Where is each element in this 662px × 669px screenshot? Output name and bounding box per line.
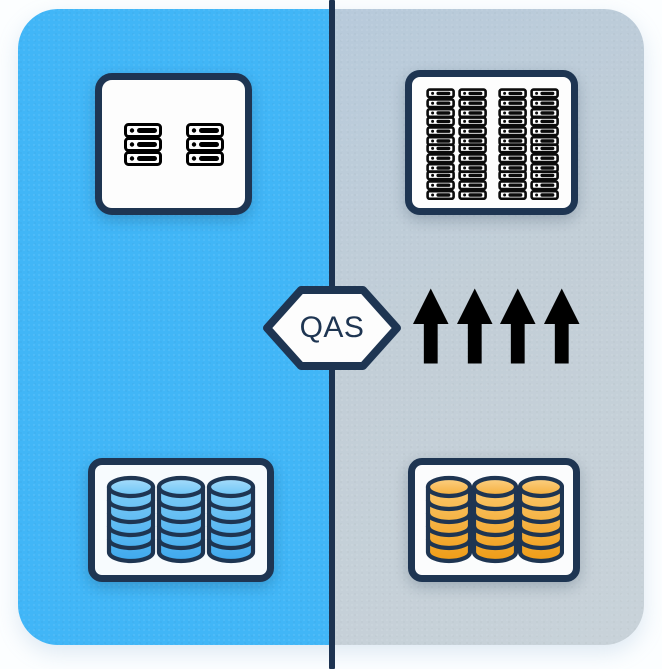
up-arrow-icon xyxy=(543,288,580,364)
migration-arrows xyxy=(412,283,580,366)
database-stack-group-orange xyxy=(424,474,564,566)
server-rack-icon xyxy=(123,122,162,166)
source-servers-card xyxy=(95,73,252,215)
server-rack-grid-icon xyxy=(425,87,559,200)
qas-label: QAS xyxy=(299,310,365,344)
source-databases-card xyxy=(88,458,274,582)
server-rack-group xyxy=(123,122,225,167)
hexagon-shape xyxy=(263,286,401,370)
target-databases-card xyxy=(408,458,580,582)
database-stack-group-blue xyxy=(105,474,257,566)
target-servers-card xyxy=(405,70,578,215)
qas-gateway[interactable]: QAS xyxy=(262,285,402,371)
server-rack-icon xyxy=(185,122,224,166)
up-arrow-icon xyxy=(412,288,449,364)
up-arrow-icon xyxy=(456,288,493,364)
up-arrow-icon xyxy=(499,288,536,364)
